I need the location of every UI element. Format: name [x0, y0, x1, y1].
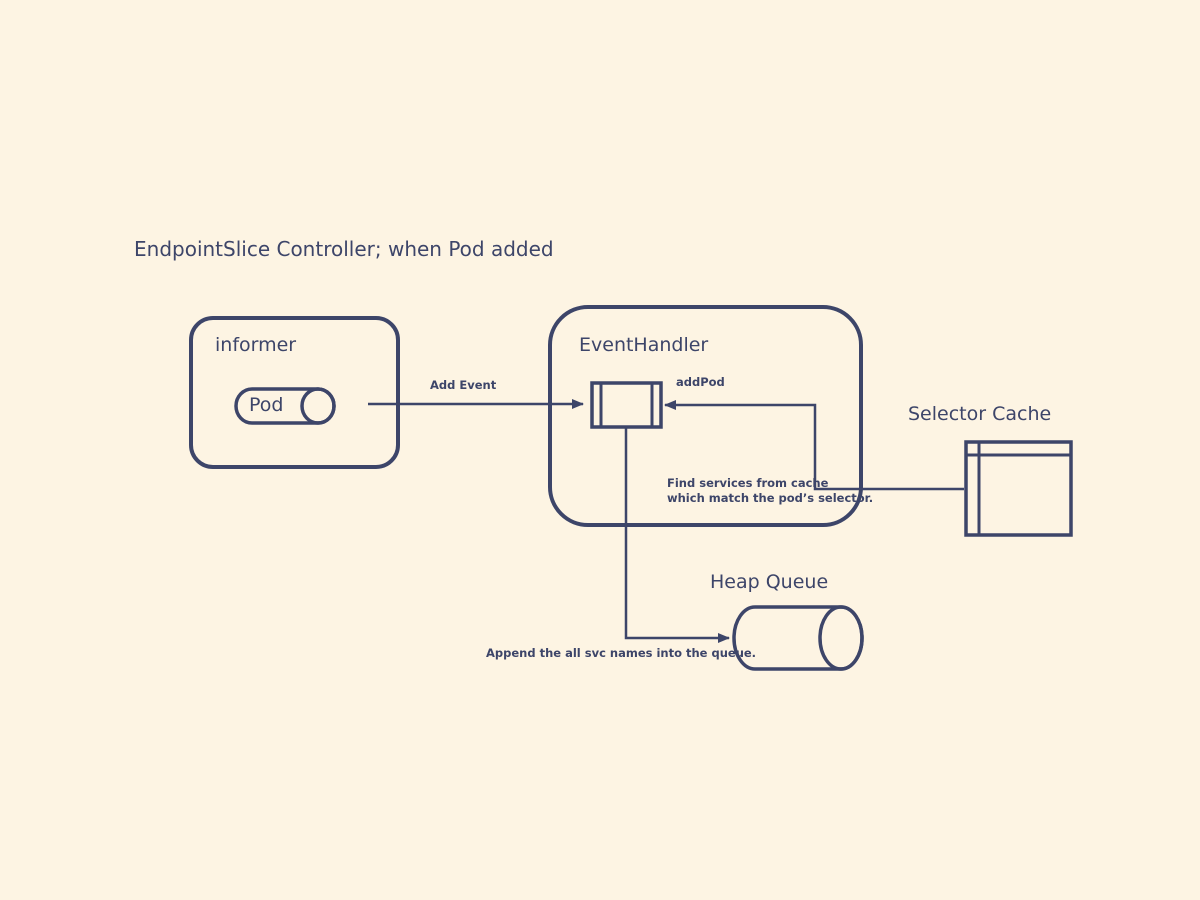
event-handler-box: [548, 305, 863, 527]
find-services-line-1: Find services from cache: [667, 476, 829, 490]
diagram-title: EndpointSlice Controller; when Pod added: [134, 237, 554, 261]
event-handler-label: EventHandler: [579, 334, 709, 356]
informer-label: informer: [215, 334, 297, 356]
heap-queue-label: Heap Queue: [710, 571, 829, 593]
find-services-label: Find services from cache which match the…: [667, 476, 873, 506]
selector-cache-table: [964, 440, 1073, 537]
pod-label: Pod: [249, 394, 284, 416]
informer-box: [189, 316, 400, 469]
add-event-label: Add Event: [430, 378, 497, 392]
append-label: Append the all svc names into the queue.: [486, 646, 757, 660]
add-pod-block: [590, 381, 663, 429]
find-services-arrow: [664, 400, 964, 491]
heap-queue-cylinder: [732, 605, 864, 671]
find-services-line-2: which match the pod’s selector.: [667, 491, 874, 505]
add-pod-label: addPod: [676, 375, 725, 389]
selector-cache-label: Selector Cache: [908, 403, 1052, 425]
append-arrow: [624, 427, 730, 643]
pod-cylinder: [234, 387, 336, 425]
